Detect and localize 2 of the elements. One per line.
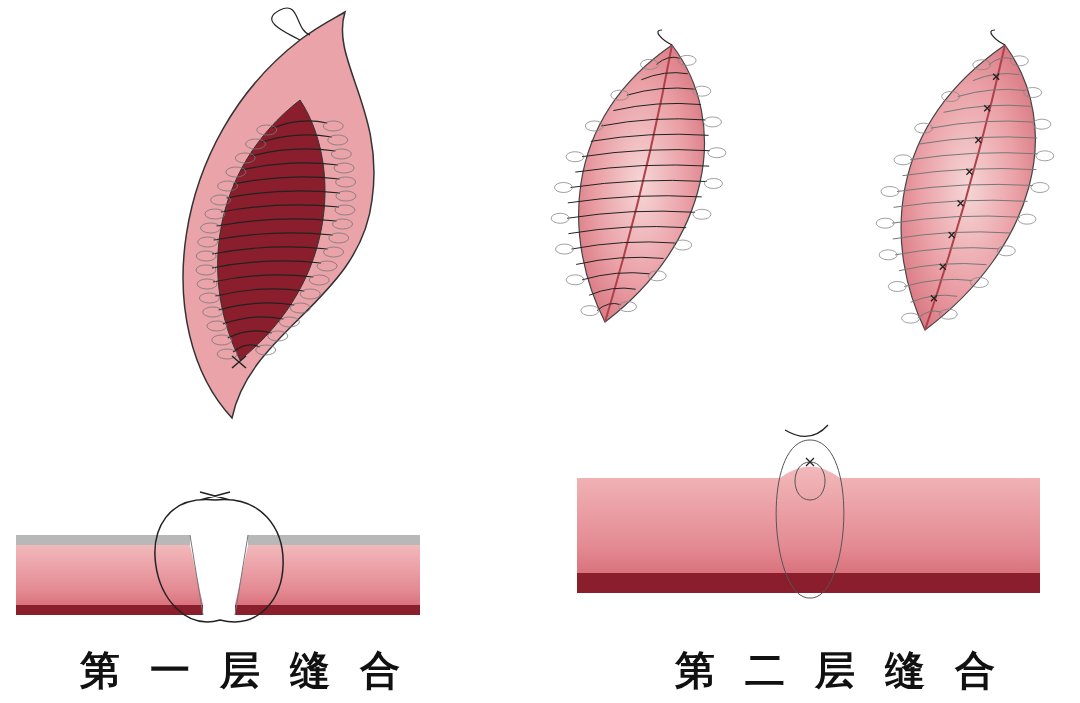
caption: 第二层缝合 [675,646,1025,695]
caption: 第一层缝合 [80,646,430,695]
